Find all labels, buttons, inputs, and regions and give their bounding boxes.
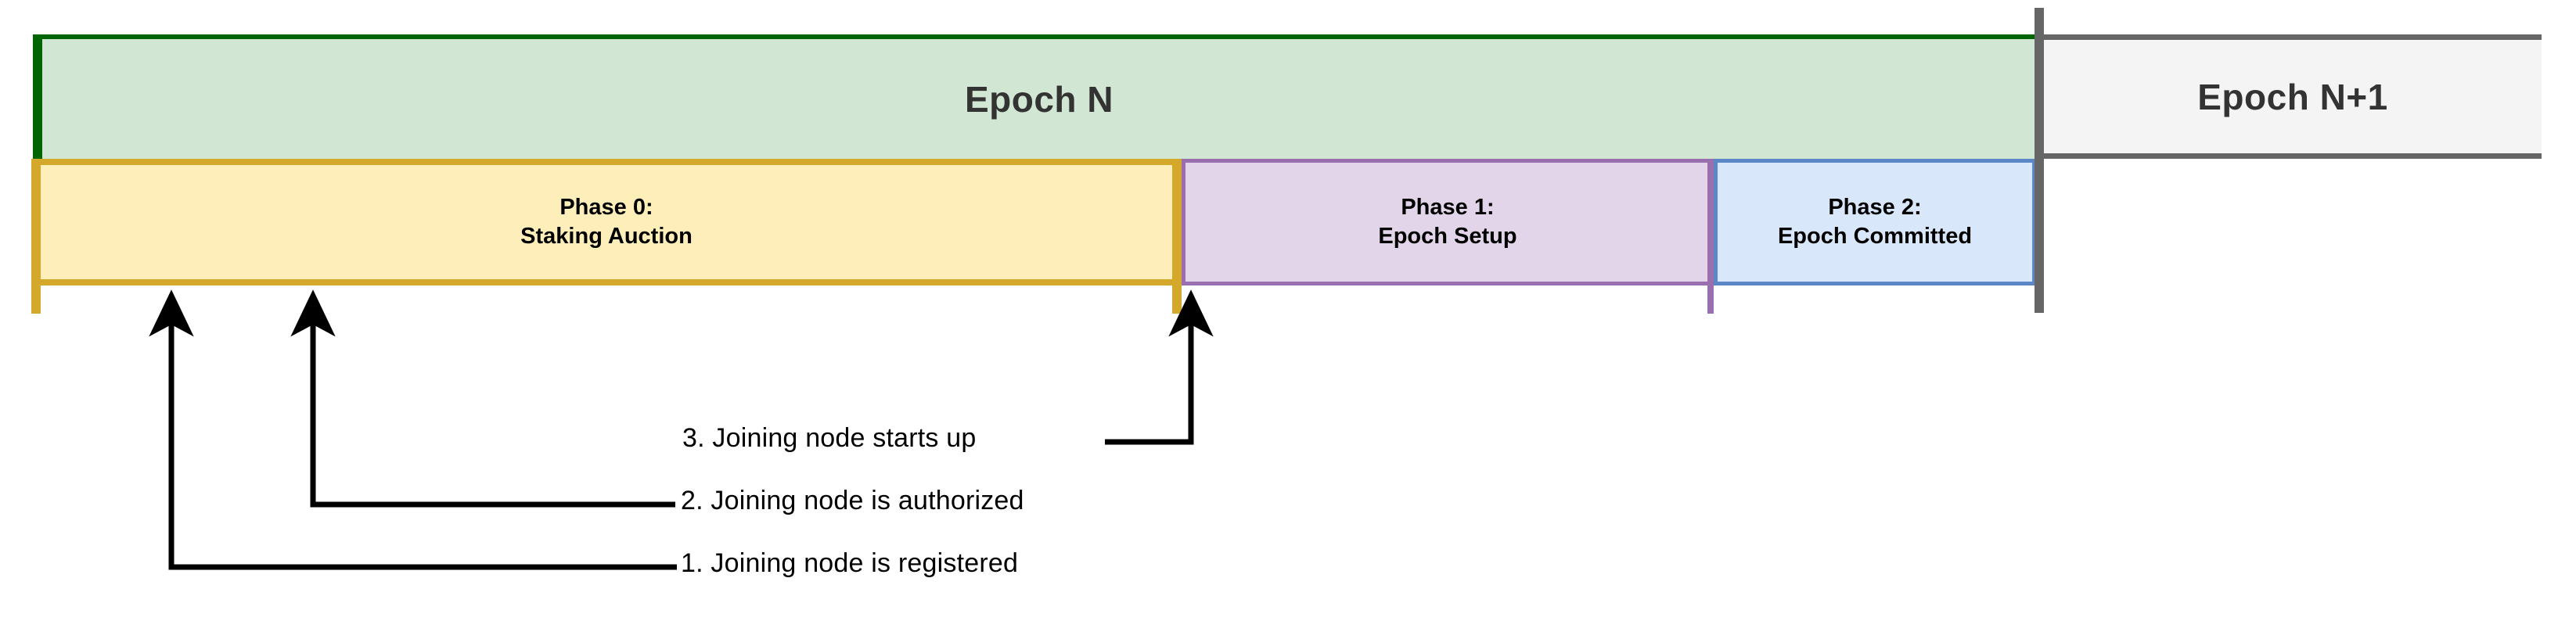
phase-2-text: Phase 2: Epoch Committed — [1778, 193, 1972, 251]
callout-2-label: 2. Joining node is authorized — [681, 486, 1024, 515]
callout-3-label: 3. Joining node starts up — [682, 423, 977, 453]
phase-0-text: Phase 0: Staking Auction — [520, 193, 693, 251]
epoch-n-box: Epoch N — [33, 34, 2036, 159]
phase-2-box: Phase 2: Epoch Committed — [1714, 159, 2036, 285]
phase-1-subtitle: Epoch Setup — [1378, 224, 1517, 249]
phase-1-text: Phase 1: Epoch Setup — [1378, 193, 1516, 251]
phase-1-box: Phase 1: Epoch Setup — [1182, 159, 1714, 285]
phase-1-title: Phase 1: — [1401, 194, 1495, 220]
epoch-n-plus-1-box: Epoch N+1 — [2044, 34, 2542, 159]
phase-2-title: Phase 2: — [1828, 194, 1922, 220]
callout-1-connector — [149, 289, 677, 570]
callout-2-connector — [290, 289, 675, 508]
callout-3-connector — [1105, 289, 1214, 445]
epoch-n-label: Epoch N — [964, 78, 1114, 120]
phase-1-end-tick — [1707, 159, 1714, 314]
phase-0-title: Phase 0: — [559, 194, 653, 220]
phase-0-end-tick — [1172, 159, 1182, 314]
epoch-n-plus-1-label: Epoch N+1 — [2197, 76, 2388, 117]
epoch-boundary-divider — [2035, 8, 2044, 313]
phase-2-subtitle: Epoch Committed — [1777, 224, 1973, 249]
callout-1-label: 1. Joining node is registered — [681, 548, 1019, 578]
phase-0-start-tick — [31, 159, 41, 314]
phase-0-subtitle: Staking Auction — [520, 224, 693, 249]
phase-0-box: Phase 0: Staking Auction — [31, 159, 1182, 285]
